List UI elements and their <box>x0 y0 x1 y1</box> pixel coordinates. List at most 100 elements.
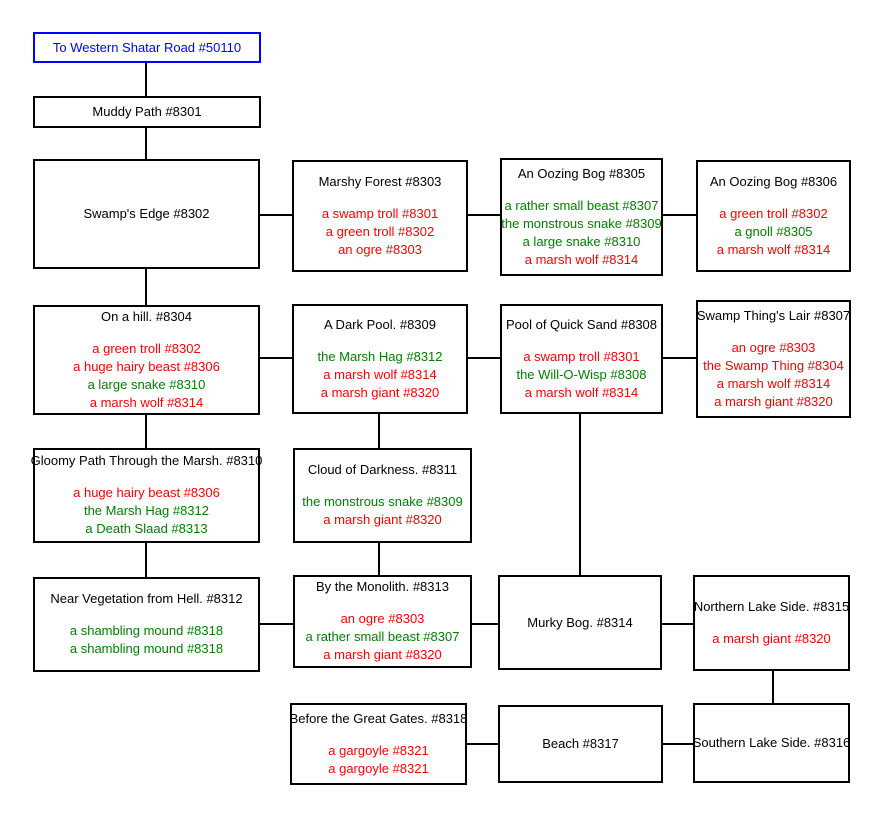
room-box-8301: Muddy Path #8301 <box>33 96 261 128</box>
room-title: Swamp Thing's Lair #8307 <box>696 307 851 323</box>
connector-line <box>472 623 498 625</box>
room-title: Marshy Forest #8303 <box>318 173 442 189</box>
connector-line <box>663 214 696 216</box>
room-title: A Dark Pool. #8309 <box>323 316 437 332</box>
room-title: Near Vegetation from Hell. #8312 <box>50 591 243 606</box>
connector-line <box>468 214 500 216</box>
connector-line <box>260 214 292 216</box>
connector-line <box>145 128 147 159</box>
creature-entry: the Marsh Hag #8312 <box>317 348 443 364</box>
room-box-8311: Cloud of Darkness. #8311 the monstrous s… <box>293 448 472 543</box>
room-box-8315: Northern Lake Side. #8315 a marsh giant … <box>693 575 850 671</box>
room-box-8310: Gloomy Path Through the Marsh. #8310 a h… <box>30 448 263 543</box>
creature-entry: a rather small beast #8307 <box>305 629 460 644</box>
room-title: Muddy Path #8301 <box>92 104 202 119</box>
creature-entry: a shambling mound #8318 <box>69 623 224 638</box>
creature-list: a rather small beast #8307 the monstrous … <box>501 197 661 269</box>
creature-entry: an ogre #8303 <box>338 241 422 257</box>
creature-list: a swamp troll #8301 a green troll #8302 an… <box>322 205 438 259</box>
creature-entry: a marsh wolf #8314 <box>524 251 639 267</box>
room-title: Southern Lake Side. #8316 <box>692 735 851 750</box>
connector-line <box>260 357 292 359</box>
room-box-8308: Pool of Quick Sand #8308 a swamp troll #… <box>500 304 663 414</box>
room-box-8309: A Dark Pool. #8309 the Marsh Hag #8312 a … <box>292 304 468 414</box>
connector-line <box>378 543 380 575</box>
creature-list: a green troll #8302 a gnoll #8305 a marsh … <box>717 205 830 259</box>
room-title: An Oozing Bog #8305 <box>517 165 646 181</box>
room-title: Murky Bog. #8314 <box>527 614 633 630</box>
creature-entry: a marsh giant #8320 <box>320 384 440 400</box>
connector-line <box>663 743 693 745</box>
room-box-8318: Before the Great Gates. #8318 a gargoyle… <box>290 703 467 785</box>
creature-entry: a green troll #8302 <box>719 205 828 221</box>
room-title: Gloomy Path Through the Marsh. #8310 <box>30 453 263 468</box>
connector-line <box>378 414 380 448</box>
room-title: Swamp's Edge #8302 <box>83 206 210 221</box>
creature-entry: the monstrous snake #8309 <box>501 215 662 231</box>
room-box-exit-50110[interactable]: To Western Shatar Road #50110 <box>33 32 261 63</box>
creature-entry: a marsh wolf #8314 <box>716 241 831 257</box>
creature-entry: a marsh giant #8320 <box>714 393 833 409</box>
room-title: Pool of Quick Sand #8308 <box>505 316 658 332</box>
creature-entry: a shambling mound #8318 <box>69 641 224 656</box>
room-title: Before the Great Gates. #8318 <box>289 710 468 726</box>
room-box-8313: By the Monolith. #8313 an ogre #8303 a ra… <box>293 575 472 668</box>
creature-entry: the Marsh Hag #8312 <box>83 503 209 518</box>
room-box-8314: Murky Bog. #8314 <box>498 575 662 670</box>
creature-entry: a green troll #8302 <box>92 340 201 356</box>
room-title: An Oozing Bog #8306 <box>709 173 838 189</box>
creature-entry: a gnoll #8305 <box>734 223 813 239</box>
creature-entry: a marsh giant #8320 <box>323 647 442 662</box>
creature-list: an ogre #8303 a rather small beast #8307 a… <box>306 610 460 664</box>
creature-entry: the Will-O-Wisp #8308 <box>516 366 647 382</box>
room-title: Beach #8317 <box>542 736 619 751</box>
room-title: On a hill. #8304 <box>100 308 193 324</box>
connector-line <box>662 623 693 625</box>
creature-list: a huge hairy beast #8306 the Marsh Hag #8… <box>73 484 220 538</box>
room-box-8312: Near Vegetation from Hell. #8312 a shamb… <box>33 577 260 672</box>
connector-line <box>467 743 498 745</box>
creature-entry: a rather small beast #8307 <box>504 197 659 213</box>
creature-list: the Marsh Hag #8312 a marsh wolf #8314 a m… <box>317 348 442 402</box>
creature-entry: a green troll #8302 <box>325 223 435 239</box>
creature-entry: a marsh wolf #8314 <box>716 375 831 391</box>
creature-list: a shambling mound #8318 a shambling mound… <box>70 622 223 658</box>
room-box-8304: On a hill. #8304 a green troll #8302 a hu… <box>33 305 260 415</box>
connector-line <box>468 357 500 359</box>
creature-entry: a marsh wolf #8314 <box>89 394 204 410</box>
creature-entry: a huge hairy beast #8306 <box>73 485 220 500</box>
connector-line <box>145 543 147 577</box>
creature-entry: a marsh wolf #8314 <box>524 384 639 400</box>
creature-entry: a large snake #8310 <box>522 233 641 249</box>
creature-entry: a huge hairy beast #8306 <box>73 358 220 374</box>
connector-line <box>579 414 581 575</box>
creature-entry: an ogre #8303 <box>340 611 425 626</box>
room-box-8317: Beach #8317 <box>498 705 663 783</box>
creature-entry: a Death Slaad #8313 <box>85 521 208 536</box>
room-box-8305: An Oozing Bog #8305 a rather small beast… <box>500 158 663 276</box>
room-title: To Western Shatar Road #50110 <box>52 39 242 55</box>
creature-entry: a swamp troll #8301 <box>321 205 439 221</box>
room-title: By the Monolith. #8313 <box>316 579 449 594</box>
creature-entry: a marsh giant #8320 <box>323 512 442 527</box>
room-box-8316: Southern Lake Side. #8316 <box>693 703 850 783</box>
creature-entry: the Swamp Thing #8304 <box>703 357 844 373</box>
room-title: Northern Lake Side. #8315 <box>693 598 850 614</box>
creature-list: a green troll #8302 a huge hairy beast #8… <box>73 340 220 412</box>
connector-line <box>260 623 293 625</box>
connector-line <box>145 269 147 305</box>
creature-entry: a marsh wolf #8314 <box>323 366 437 382</box>
creature-entry: a gargoyle #8321 <box>328 760 429 776</box>
room-box-8302: Swamp's Edge #8302 <box>33 159 260 269</box>
creature-entry: a large snake #8310 <box>87 376 206 392</box>
connector-line <box>663 357 696 359</box>
creature-entry: a marsh giant #8320 <box>712 630 831 646</box>
creature-list: a marsh giant #8320 <box>712 630 831 648</box>
